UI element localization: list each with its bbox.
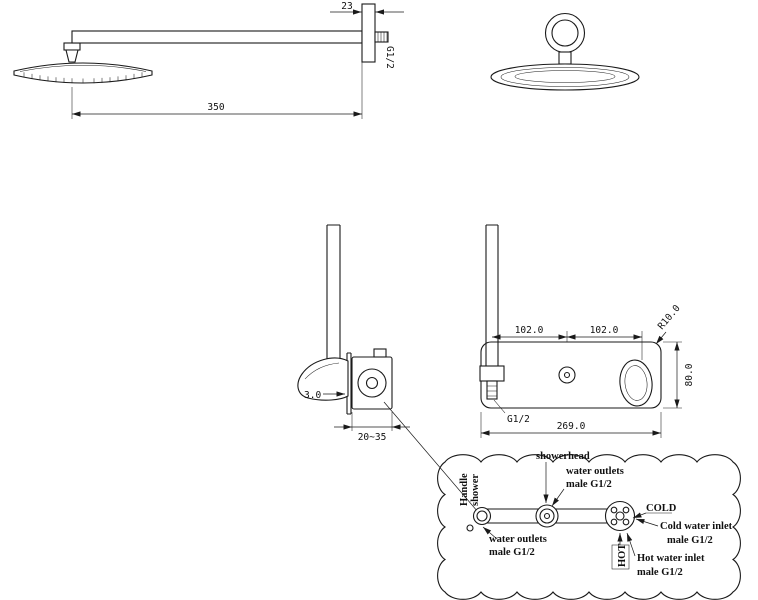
dim-plate-width: 269.0 [557, 421, 586, 432]
showerhead-side-body [13, 62, 153, 84]
cold-leader [632, 512, 647, 519]
cloud-border [437, 454, 741, 600]
handle-escutcheon-inner [624, 365, 648, 401]
flange-bolt-1 [610, 506, 618, 514]
valve-top-stub [373, 348, 387, 358]
outlet-top-label-1: water outlets [566, 466, 624, 477]
showerhead-port-outer [535, 504, 559, 528]
mounting-plate [480, 341, 662, 409]
valve-cartridge [357, 368, 387, 398]
hot-inlet-label-2: male G1/2 [637, 567, 683, 578]
cold-inlet-label-2: male G1/2 [667, 535, 713, 546]
flange-bolt-2 [622, 506, 630, 514]
plate-center-port [558, 366, 576, 384]
flange-bolt-3 [610, 518, 618, 526]
showerhead-label: showerhead [536, 451, 590, 462]
outlet-left-leader [482, 526, 498, 540]
dim-port-spacing-right: 102.0 [590, 325, 619, 336]
wall-escutcheon-inner [551, 19, 579, 47]
wall-flange [361, 3, 376, 63]
showerhead-side-innerline [19, 64, 147, 72]
cold-tag: COLD [646, 503, 677, 514]
handle-escutcheon-oval [619, 359, 653, 407]
dim-port-spacing-left: 102.0 [515, 325, 544, 336]
outlet-top-label-2: male G1/2 [566, 479, 612, 490]
pipe-nut [479, 365, 505, 382]
riser-pipe [326, 224, 341, 361]
side-view-arm-assembly: 23 G1/2 350 [13, 1, 404, 119]
handle-port-screw [466, 524, 474, 532]
g12-leader [493, 399, 506, 414]
arm-thread-label: G1/2 [384, 46, 395, 69]
handle-detail-line [304, 362, 340, 380]
inlet-flange [604, 500, 636, 532]
outlet-left-label-2: male G1/2 [489, 547, 535, 558]
outlet-left-label-1: water outlets [489, 534, 547, 545]
dim-corner-radius: R10.0 [656, 303, 683, 332]
hot-inlet-leader [626, 532, 636, 557]
dim-plate-height: 80.0 [684, 363, 695, 386]
plate-riser-pipe [485, 224, 499, 366]
r10-leader [655, 331, 667, 345]
cold-inlet-leader [635, 518, 659, 527]
front-view-showerhead [490, 12, 640, 91]
thread-nipple [374, 31, 389, 43]
plate-thread-label: G1/2 [507, 414, 530, 425]
wall-plate-view: 102.0 102.0 R10.0 80.0 G1/2 269.0 [479, 224, 695, 438]
ball-joint-cone [65, 49, 79, 63]
dim2035-ext [351, 412, 393, 431]
thread-hatch [377, 32, 388, 42]
callout-leader-line [383, 401, 479, 513]
showerhead-port-inner [543, 512, 551, 520]
head-stem [558, 51, 572, 65]
hot-inlet-label-1: Hot water inlet [637, 553, 705, 564]
handle-shower-label-2: shower [470, 474, 481, 506]
spray-face-hatch [23, 72, 143, 84]
head-front-outer [490, 63, 640, 91]
outlet-top-leader [551, 488, 565, 507]
handle-shower-label-1: Handle [459, 473, 470, 506]
handle-port [472, 506, 492, 526]
wall-escutcheon-outer [544, 12, 586, 54]
valve-body-box [351, 356, 393, 410]
plate-center-port-pin [563, 371, 571, 379]
valve-cartridge-center [365, 376, 379, 390]
dim-embed-depth: 20~35 [358, 432, 387, 443]
flange-bolt-4 [622, 518, 630, 526]
dim80-ext-lines [663, 341, 682, 409]
dim-plate-thickness: 3.0 [304, 390, 321, 401]
hot-tag-box [611, 544, 630, 570]
stub-thread-lines [487, 385, 497, 397]
hot-tag: HOT [617, 544, 628, 567]
cold-inlet-label-1: Cold water inlet [660, 521, 733, 532]
pipe-thread-stub [486, 380, 498, 400]
dim-arm-length: 350 [207, 102, 224, 113]
head-front-ring2 [514, 70, 616, 83]
dim-arm-width: 23 [341, 1, 352, 12]
ball-joint-top [63, 42, 81, 51]
head-front-ring1 [500, 67, 630, 87]
mixer-handle-lever [297, 357, 349, 401]
shower-arm [71, 30, 363, 44]
inlet-flange-center [615, 511, 625, 521]
showerhead-port-mid [539, 508, 555, 524]
valve-side-view: 3.0 20~35 [297, 224, 410, 443]
detail-callout-cloud: Handle shower showerhead water outlets m… [383, 401, 741, 600]
handle-port-inner [476, 510, 488, 522]
